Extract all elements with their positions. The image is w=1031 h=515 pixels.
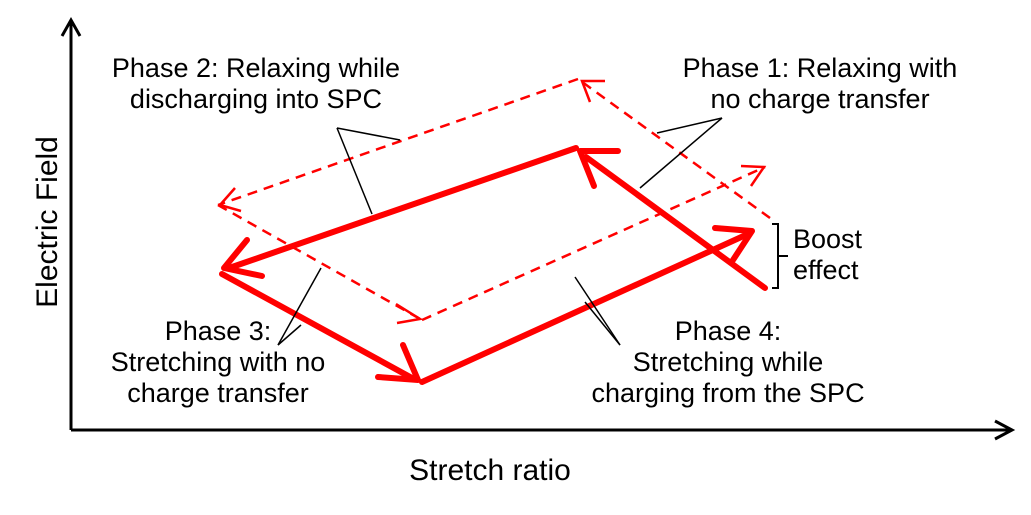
dashed-phase3-segment — [217, 203, 423, 322]
solid-arrow-phase4-icon — [712, 225, 755, 263]
phase3-label: Phase 3: Stretching with no charge trans… — [88, 316, 348, 409]
boost-bracket — [772, 223, 788, 289]
boost-effect-label: Boost effect — [793, 224, 903, 286]
phase1-label-line2: no charge transfer — [710, 84, 930, 114]
dashed-cycle — [217, 77, 771, 322]
solid-arrow-phase3-icon — [375, 342, 421, 383]
phase4-label-line2: Stretching while — [632, 347, 824, 377]
dashed-arrow-phase3-icon — [395, 302, 424, 325]
phase2-label: Phase 2: Relaxing while discharging into… — [96, 53, 416, 115]
phase4-label-line3: charging from the SPC — [591, 378, 865, 408]
leader-phase2-to-solid — [336, 127, 373, 215]
solid-phase2-segment — [229, 145, 579, 270]
dashed-phase1-segment — [577, 77, 771, 220]
boost-label-line2: effect — [793, 255, 859, 285]
solid-phase4-segment — [419, 231, 751, 385]
phase3-label-line3: charge transfer — [127, 378, 309, 408]
dashed-phase4-segment — [421, 165, 766, 322]
y-axis-arrow-icon — [60, 16, 82, 37]
leader-phase3-to-dashed — [277, 267, 322, 346]
x-axis-label: Stretch ratio — [409, 454, 571, 487]
phase3-label-line1: Phase 3: — [164, 316, 272, 346]
leader-phase2-to-dashed — [336, 127, 401, 141]
leader-phase4-to-solid — [584, 301, 621, 346]
boost-label-line1: Boost — [793, 224, 863, 254]
leader-phase3-to-solid — [277, 324, 302, 346]
y-axis-label: Electric Field — [31, 136, 64, 308]
phase4-label: Phase 4: Stretching while charging from … — [578, 316, 878, 409]
dashed-phase2-segment — [217, 77, 579, 207]
leader-phase1-to-dashed — [656, 117, 723, 134]
solid-arrow-phase2-icon — [221, 237, 265, 279]
x-axis-arrow-icon — [994, 419, 1016, 441]
phase1-label-line1: Phase 1: Relaxing with — [682, 53, 958, 83]
dashed-arrowheads — [217, 79, 767, 325]
phase2-label-line1: Phase 2: Relaxing while — [111, 53, 401, 83]
leader-lines — [277, 117, 723, 346]
phase2-label-line2: discharging into SPC — [129, 84, 383, 114]
solid-arrow-phase1-icon — [577, 148, 621, 189]
solid-cycle — [219, 145, 768, 385]
leader-phase4-to-dashed — [574, 276, 621, 346]
phase4-label-line1: Phase 4: — [674, 316, 782, 346]
dashed-arrow-phase1-icon — [580, 79, 605, 103]
leader-phase1-to-solid — [639, 117, 723, 189]
solid-phase3-segment — [219, 271, 415, 381]
phase3-label-line2: Stretching with no — [110, 347, 326, 377]
dashed-arrow-phase4-icon — [740, 164, 767, 187]
solid-arrowheads — [221, 148, 755, 383]
phase1-label: Phase 1: Relaxing with no charge transfe… — [660, 53, 980, 115]
solid-phase1-segment — [583, 154, 768, 291]
dashed-arrow-phase2-icon — [217, 187, 242, 213]
